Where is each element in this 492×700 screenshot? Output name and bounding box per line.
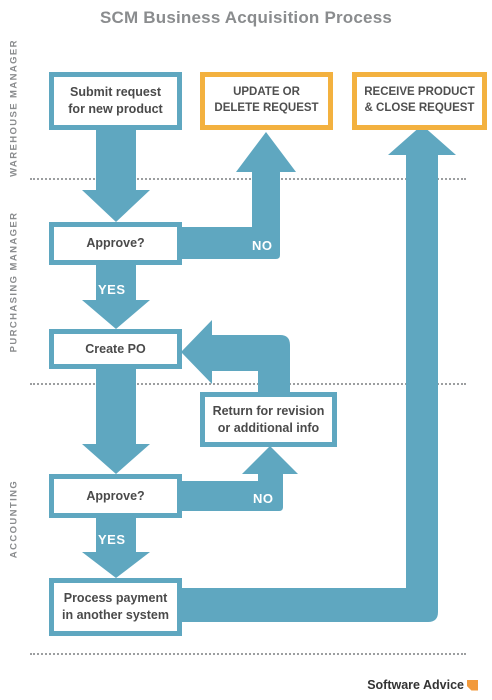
node-approve-accounting: Approve? (49, 474, 182, 518)
edge-label-yes: YES (98, 532, 126, 547)
brand-mark-icon (467, 679, 478, 691)
lane-separator (30, 653, 466, 655)
node-return-for-revision: Return for revision or additional info (200, 392, 337, 447)
node-receive-and-close: RECEIVE PRODUCT & CLOSE REQUEST (352, 72, 487, 130)
node-create-po: Create PO (49, 329, 182, 369)
lane-separator (30, 178, 466, 180)
node-submit-request: Submit request for new product (49, 72, 182, 130)
edge-label-no: NO (253, 491, 274, 506)
arrow-return-to-createpo (181, 320, 290, 393)
arrow-approve-to-payment (82, 518, 150, 578)
node-approve-purchasing: Approve? (49, 222, 182, 265)
diagram-title: SCM Business Acquisition Process (99, 8, 392, 27)
lane-separator (30, 383, 466, 385)
arrow-payment-to-receive (180, 125, 456, 622)
arrow-approve-to-update (180, 132, 296, 259)
arrow-approve-to-createpo (82, 265, 150, 329)
brand-name: Software Advice (367, 678, 464, 692)
edge-label-no: NO (252, 238, 273, 253)
brand-logo: Software Advice (367, 678, 478, 692)
arrow-submit-to-approve (82, 130, 150, 222)
edge-label-yes: YES (98, 282, 126, 297)
arrow-approve-to-return (180, 446, 298, 511)
node-process-payment: Process payment in another system (49, 578, 182, 636)
node-update-or-delete: UPDATE OR DELETE REQUEST (200, 72, 333, 130)
arrow-createpo-to-approve (82, 368, 150, 474)
